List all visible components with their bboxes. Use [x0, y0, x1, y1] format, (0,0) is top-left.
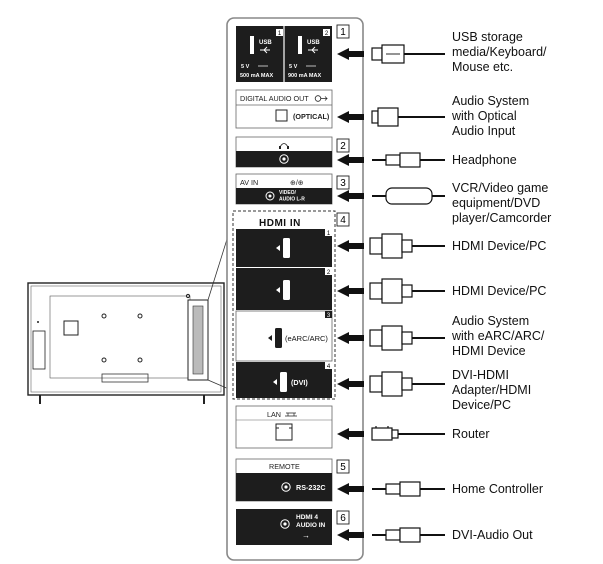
arrow-av — [337, 190, 364, 202]
arrow-hdmi1 — [337, 240, 364, 252]
usb-2-current: 900 mA MAX — [288, 73, 321, 79]
usb-2-number: 2 — [325, 31, 329, 37]
hdmi4-audio-block: HDMI 4 AUDIO IN → — [236, 509, 332, 545]
arrow-dvi-audio — [337, 529, 364, 541]
group-number-4: 4 — [340, 215, 346, 226]
hdmi-4-port[interactable] — [280, 372, 287, 392]
hdmi-ports: HDMI IN 1 2 3 (eARC/ARC) 4 (DVI) — [232, 210, 336, 400]
optical-port-label: (OPTICAL) — [293, 112, 330, 121]
usb-2-icon — [308, 46, 318, 54]
device-label-hdmi4: DVI-HDMI Adapter/HDMI Device/PC — [452, 368, 532, 412]
headphone-jack-block — [235, 136, 333, 168]
device-label-hdmi2: HDMI Device/PC — [452, 284, 547, 298]
hdmi4-audio-line1: HDMI 4 — [296, 514, 318, 521]
av-in-block: AV IN ⊕/⊕ VIDEO/ AUDIO L-R — [235, 173, 333, 205]
hdmi-3-number: 3 — [327, 313, 331, 319]
lan-plug — [371, 426, 445, 441]
usb-plug — [371, 44, 445, 64]
hdmi-plug-1 — [369, 233, 445, 259]
device-label-optical: Audio System with Optical Audio Input — [452, 94, 530, 138]
group-number-6: 6 — [340, 513, 346, 524]
lan-block: LAN — [235, 405, 333, 449]
av-in-sub: VIDEO/ — [279, 190, 297, 196]
hdmi-4-number: 4 — [327, 364, 331, 370]
rs232c-plug — [372, 481, 445, 497]
device-label-lan: Router — [452, 427, 490, 441]
hdmi-in-title: HDMI IN — [259, 218, 301, 229]
tv-rear-view — [27, 203, 239, 404]
usb-slot-2[interactable] — [298, 36, 302, 54]
hdmi4-audio-line2: AUDIO IN — [296, 522, 326, 529]
hdmi-4-label: (DVI) — [291, 378, 308, 387]
hdmi-2-port[interactable] — [283, 280, 290, 300]
usb-1-voltage: 5 V — [241, 64, 250, 70]
group-number-1: 1 — [340, 27, 346, 38]
arrow-usb — [337, 48, 364, 60]
device-label-hdmi1: HDMI Device/PC — [452, 239, 547, 253]
device-label-av: VCR/Video game equipment/DVD player/Camc… — [452, 181, 552, 225]
dvi-audio-plug — [372, 527, 445, 543]
digital-audio-out: DIGITAL AUDIO OUT (OPTICAL) — [235, 89, 333, 129]
usb-1-current: 500 mA MAX — [240, 73, 273, 79]
hdmi-plug-2 — [369, 278, 445, 304]
group-numbers: 1 2 3 4 5 6 — [336, 24, 350, 525]
usb-slot-1[interactable] — [250, 36, 254, 54]
group-number-3: 3 — [340, 178, 346, 189]
arrow-headphone — [337, 154, 364, 166]
audio-in-arrow-icon: → — [302, 531, 310, 540]
headphone-plug — [372, 152, 445, 168]
usb-1-number: 1 — [278, 31, 282, 37]
group-number-5: 5 — [340, 462, 346, 473]
digital-audio-out-title: DIGITAL AUDIO OUT — [240, 94, 309, 103]
remote-block: REMOTE RS-232C — [235, 458, 333, 502]
rs232c-label: RS-232C — [296, 483, 326, 492]
optical-plug — [371, 107, 445, 127]
connection-arrows — [337, 48, 364, 541]
hdmi-1-number: 1 — [327, 231, 331, 237]
headphone-icon — [279, 143, 289, 148]
optical-port[interactable] — [275, 109, 288, 122]
hdmi-2-number: 2 — [327, 270, 331, 276]
usb-1-icon — [260, 46, 270, 54]
device-label-headphone: Headphone — [452, 153, 517, 167]
arrow-lan — [337, 428, 364, 440]
device-label-remote: Home Controller — [452, 482, 544, 496]
usb-2-name: USB — [307, 40, 320, 46]
lan-port[interactable] — [275, 423, 293, 441]
hdmi-plug-4 — [369, 371, 445, 397]
av-in-sub2: AUDIO L-R — [279, 197, 305, 203]
av-plug — [372, 187, 445, 205]
arrow-remote — [337, 483, 364, 495]
device-label-dvi-audio: DVI-Audio Out — [452, 528, 533, 542]
hdmi-3-label: (eARC/ARC) — [285, 334, 328, 343]
arrow-hdmi3 — [337, 332, 364, 344]
arrow-hdmi4 — [337, 378, 364, 390]
lan-title: LAN — [267, 410, 281, 419]
arrow-optical — [337, 111, 364, 123]
arrow-hdmi2 — [337, 285, 364, 297]
network-icon — [285, 412, 297, 417]
cables — [369, 44, 445, 543]
hdmi-plug-3 — [369, 325, 445, 351]
usb-1-name: USB — [259, 40, 272, 46]
device-label-usb: USB storage media/Keyboard/ Mouse etc. — [452, 30, 547, 74]
remote-title: REMOTE — [269, 462, 300, 471]
hdmi-3-port[interactable] — [275, 328, 282, 348]
group-number-2: 2 — [340, 141, 346, 152]
usb-2-voltage: 5 V — [289, 64, 298, 70]
av-in-title: AV IN — [240, 178, 258, 187]
hdmi-1-port[interactable] — [283, 238, 290, 258]
usb-ports: USB 1 5 V 500 mA MAX USB 2 5 V 900 mA MA… — [236, 26, 332, 82]
device-label-hdmi3: Audio System with eARC/ARC/ HDMI Device — [452, 314, 545, 358]
av-in-arrow-icons: ⊕/⊕ — [290, 180, 304, 187]
